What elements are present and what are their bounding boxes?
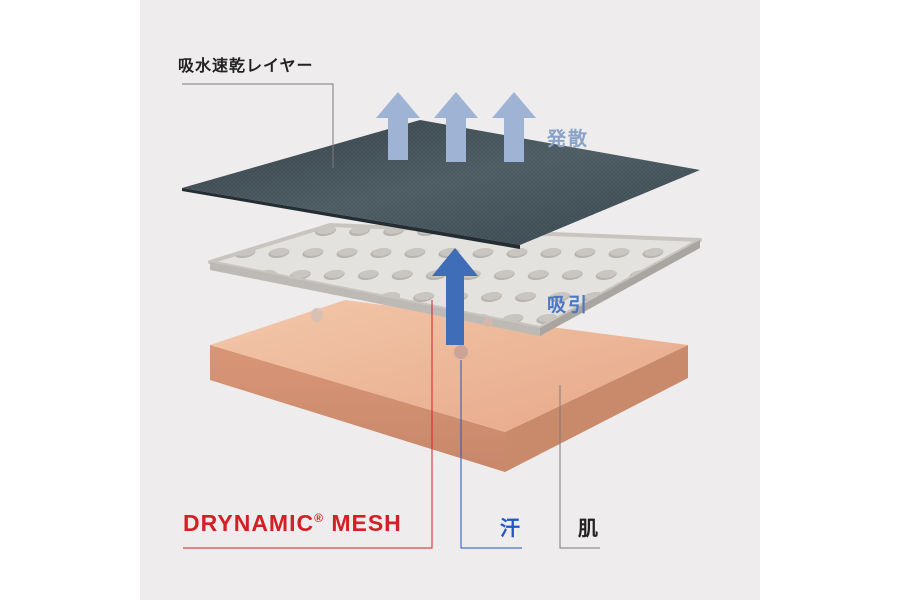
brand-label: DRYNAMIC® MESH [183,510,402,537]
evaporation-label: 発散 [547,128,590,150]
wicking-arrow [432,248,478,345]
quick-dry-layer [182,120,700,249]
brand-suffix: MESH [323,510,402,536]
registered-mark: ® [314,511,324,525]
quick-dry-layer-label: 吸水速乾レイヤー [178,56,314,75]
leader-lines [182,83,600,549]
skin-layer [210,300,688,472]
brand-name: DRYNAMIC [183,510,315,536]
skin-label: 肌 [578,516,598,540]
wicking-label: 吸引 [547,294,590,316]
sweat-droplets [311,308,493,359]
sweat-label: 汗 [500,516,520,540]
evaporation-arrows [376,92,536,162]
